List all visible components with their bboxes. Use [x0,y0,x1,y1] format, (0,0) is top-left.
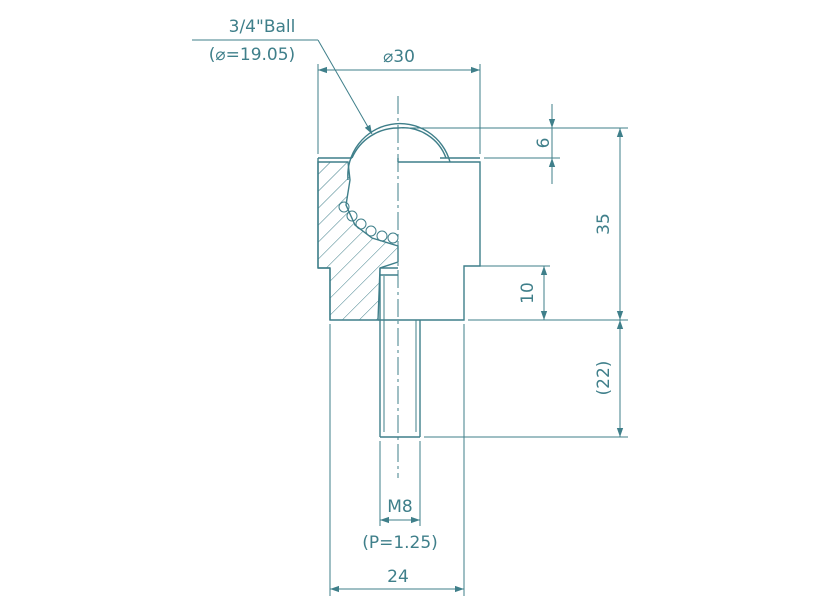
dimension-labels: 3/4"Ball (⌀=19.05) ⌀30 6 35 10 (22) M8 (… [209,17,614,587]
label-outer-diameter: ⌀30 [383,47,415,67]
label-thread-length: (22) [594,361,614,396]
label-top-height: 6 [534,138,554,149]
label-width: 24 [387,567,409,587]
label-thread-pitch: (P=1.25) [362,533,438,553]
label-ball-name: 3/4"Ball [229,17,296,37]
body-outline [317,157,481,321]
ball [347,122,451,181]
ball-leader [192,39,373,135]
label-total-height: 35 [594,213,614,235]
extension-lines [317,64,628,596]
threaded-stud [379,267,421,438]
label-thread-size: M8 [387,497,412,517]
bearing-balls [338,201,399,244]
label-step-height: 10 [518,282,538,304]
label-ball-diameter: (⌀=19.05) [209,45,295,65]
dimension-lines [318,66,624,593]
